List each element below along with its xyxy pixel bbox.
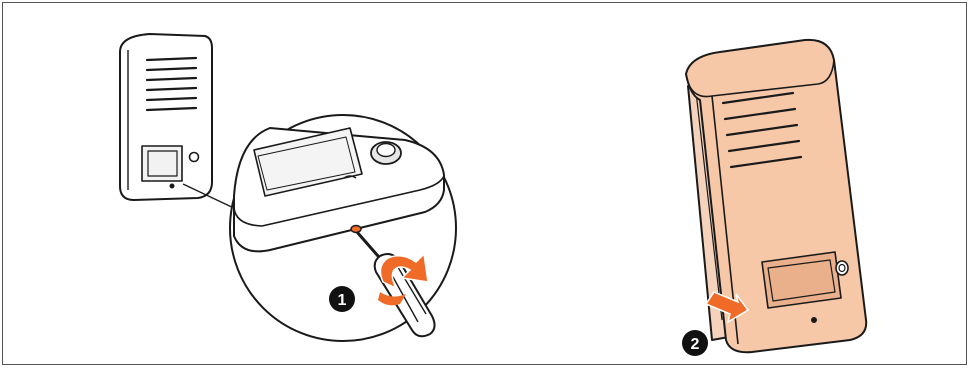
step-1-label: 1: [338, 292, 347, 309]
step-2-label: 2: [691, 336, 700, 353]
step-1-badge: 1: [329, 286, 355, 312]
intercom-panel-icon: [120, 34, 212, 200]
step-2-badge: 2: [682, 330, 708, 356]
